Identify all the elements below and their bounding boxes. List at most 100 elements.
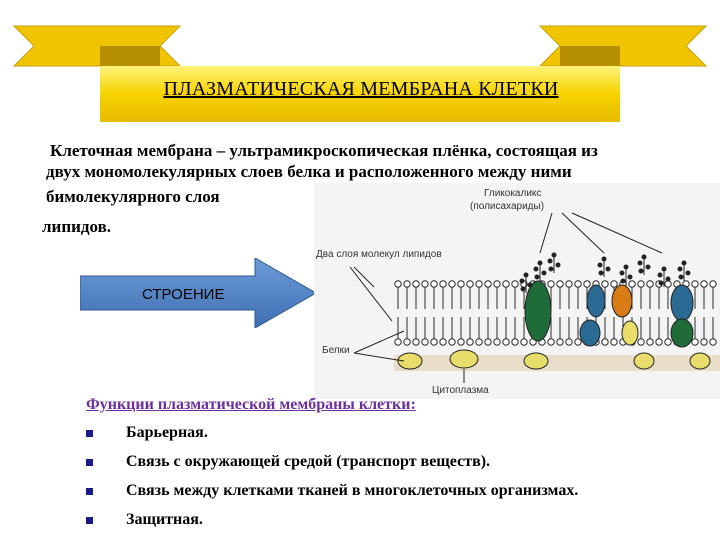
glycocalyx-unit (661, 266, 667, 272)
glycocalyx-unit (677, 266, 683, 272)
lipid-head (610, 280, 618, 288)
glycocalyx-unit (520, 286, 526, 292)
lipid-head (430, 280, 438, 288)
glycocalyx-unit (548, 266, 554, 272)
membrane-protein (670, 284, 694, 322)
lipid-head (556, 338, 564, 346)
list-item: Связь между клетками тканей в многоклето… (86, 476, 716, 505)
lipid-head (412, 338, 420, 346)
glycocalyx-unit (551, 252, 557, 258)
list-item: Барьерная. (86, 418, 716, 447)
intro-line-2: двух мономолекулярных слоев белка и расп… (46, 162, 572, 181)
membrane-protein (449, 349, 479, 369)
membrane-protein (621, 320, 639, 346)
glycocalyx-unit (541, 270, 547, 276)
glycocalyx-unit (534, 274, 540, 280)
glycocalyx-unit (678, 274, 684, 280)
membrane-protein (611, 284, 633, 318)
bullet-icon (86, 430, 93, 437)
lipid-head (448, 338, 456, 346)
lipid-head (448, 280, 456, 288)
function-text: Барьерная. (126, 424, 208, 441)
lipid-head (439, 338, 447, 346)
lipid-head (655, 338, 663, 346)
glycocalyx-unit (601, 256, 607, 262)
list-item: Защитная. (86, 505, 716, 534)
lipid-head (637, 338, 645, 346)
lipid-head (610, 338, 618, 346)
glycocalyx-unit (638, 268, 644, 274)
glycocalyx-unit (605, 266, 611, 272)
bullet-icon (86, 488, 93, 495)
lipid-head (493, 338, 501, 346)
glycocalyx-unit (657, 272, 663, 278)
lipid-head (457, 338, 465, 346)
lipid-head (583, 280, 591, 288)
lipid-head (565, 338, 573, 346)
label-glycocalyx: Гликокаликс (484, 188, 542, 199)
glycocalyx-unit (637, 260, 643, 266)
glycocalyx-unit (681, 260, 687, 266)
lipid-head (403, 338, 411, 346)
functions-section: Функции плазматической мембраны клетки: … (86, 396, 716, 534)
label-proteins: Белки (322, 345, 350, 356)
lipid-head (574, 280, 582, 288)
lipid-head (403, 280, 411, 288)
lipid-head (421, 338, 429, 346)
lipid-head (502, 338, 510, 346)
page-title: ПЛАЗМАТИЧЕСКАЯ МЕМБРАНА КЛЕТКИ (163, 78, 559, 100)
glycocalyx-unit (533, 266, 539, 272)
lipid-head (475, 280, 483, 288)
glycocalyx-unit (537, 260, 543, 266)
structure-arrow[interactable] (79, 257, 320, 329)
glycocalyx-unit (627, 274, 633, 280)
lipid-head (574, 338, 582, 346)
lipid-head (511, 338, 519, 346)
lipid-head (709, 280, 717, 288)
glycocalyx-unit (658, 280, 664, 286)
label-polysaccharides: (полисахариды) (470, 201, 545, 212)
lipid-head (484, 338, 492, 346)
glycocalyx-unit (685, 270, 691, 276)
arrow-label: СТРОЕНИЕ (142, 286, 225, 303)
lipid-head (520, 338, 528, 346)
glycocalyx-unit (547, 258, 553, 264)
lipid-head (475, 338, 483, 346)
lipid-head (430, 338, 438, 346)
bullet-icon (86, 459, 93, 466)
glycocalyx-unit (641, 254, 647, 260)
lipid-head (628, 280, 636, 288)
glycocalyx-unit (623, 264, 629, 270)
lipid-head (646, 338, 654, 346)
function-text: Связь между клетками тканей в многоклето… (126, 482, 579, 499)
glycocalyx-unit (619, 270, 625, 276)
functions-heading: Функции плазматической мембраны клетки: (86, 396, 416, 413)
glycocalyx-unit (665, 276, 671, 282)
lipid-head (601, 280, 609, 288)
lipid-head (637, 280, 645, 288)
lipid-head (700, 280, 708, 288)
bullet-icon (86, 517, 93, 524)
lipid-head (547, 280, 555, 288)
lipid-head (565, 280, 573, 288)
lipid-head (547, 338, 555, 346)
lipid-head (484, 280, 492, 288)
membrane-protein (633, 352, 655, 370)
membrane-protein (579, 319, 601, 347)
glycocalyx-unit (620, 278, 626, 284)
title-banner: ПЛАЗМАТИЧЕСКАЯ МЕМБРАНА КЛЕТКИ (0, 0, 720, 150)
lipid-head (457, 280, 465, 288)
lipid-head (709, 338, 717, 346)
intro-line-3: бимолекулярного слоя (46, 187, 220, 206)
label-cytoplasm: Цитоплазма (432, 385, 489, 396)
lipid-head (466, 280, 474, 288)
membrane-protein (670, 318, 694, 348)
lipid-head (700, 338, 708, 346)
lipid-head (439, 280, 447, 288)
membrane-protein (524, 280, 552, 342)
lipid-head (466, 338, 474, 346)
lipid-head (691, 338, 699, 346)
membrane-protein (397, 352, 423, 370)
intro-line-4: липидов. (42, 217, 112, 236)
glycocalyx-unit (555, 262, 561, 268)
